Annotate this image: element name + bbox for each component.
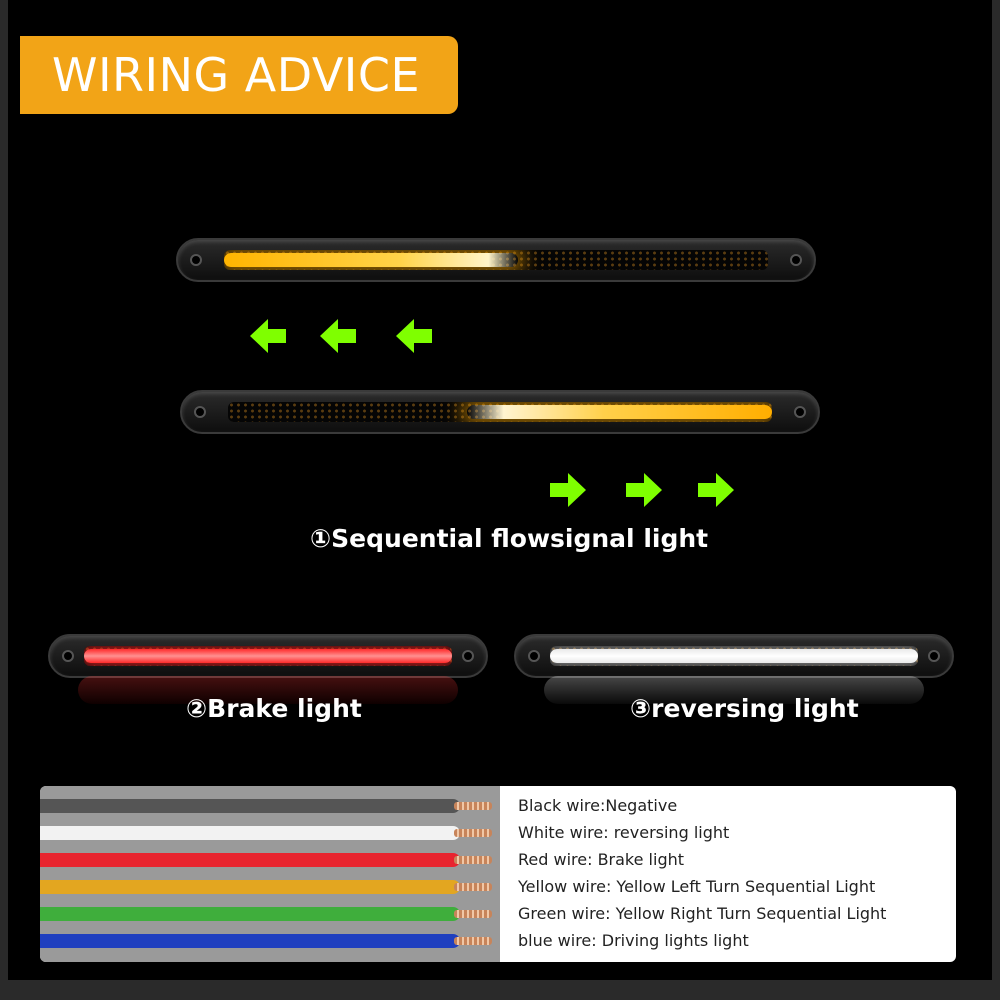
wire-insulation	[40, 826, 460, 840]
wire-label-white: White wire: reversing light	[518, 823, 730, 842]
wire-insulation	[40, 880, 460, 894]
led-strip	[550, 646, 918, 666]
copper-tip	[454, 829, 492, 837]
wire-label-black: Black wire:Negative	[518, 796, 678, 815]
wire-label-blue: blue wire: Driving lights light	[518, 931, 749, 950]
wire-yellow	[40, 880, 500, 894]
mount-hole	[928, 650, 940, 662]
led-strip	[228, 402, 772, 422]
led-strip	[224, 250, 768, 270]
arrow-left-icon	[394, 316, 434, 356]
title-badge: WIRING ADVICE	[20, 36, 458, 114]
wire-label-red: Red wire: Brake light	[518, 850, 685, 869]
mount-hole	[794, 406, 806, 418]
wire-green	[40, 907, 500, 921]
page-title: WIRING ADVICE	[52, 48, 421, 102]
white-glow	[550, 649, 918, 663]
arrow-right-icon	[624, 470, 664, 510]
mount-hole	[62, 650, 74, 662]
arrow-left-icon	[318, 316, 358, 356]
wire-blue	[40, 934, 500, 948]
sequential-light-bar-right	[180, 390, 820, 434]
mount-hole	[190, 254, 202, 266]
brake-light-bar	[48, 634, 488, 678]
mount-hole	[528, 650, 540, 662]
mount-hole	[462, 650, 474, 662]
arrow-right-icon	[696, 470, 736, 510]
wire-bundle-background	[40, 786, 500, 962]
mount-hole	[790, 254, 802, 266]
wire-insulation	[40, 907, 460, 921]
product-graphic: WIRING ADVICE ①Sequential flowsignal lig…	[8, 0, 992, 980]
caption-brake: ②Brake light	[186, 694, 362, 723]
wire-insulation	[40, 934, 460, 948]
wire-black	[40, 799, 500, 813]
led-strip	[84, 646, 452, 666]
arrow-right-icon	[548, 470, 588, 510]
caption-reversing: ③reversing light	[630, 694, 859, 723]
wire-white	[40, 826, 500, 840]
copper-tip	[454, 883, 492, 891]
wire-insulation	[40, 853, 460, 867]
wire-label-yellow: Yellow wire: Yellow Left Turn Sequential…	[518, 877, 876, 896]
wire-label-green: Green wire: Yellow Right Turn Sequential…	[518, 904, 887, 923]
wire-red	[40, 853, 500, 867]
brake-light-reflection	[78, 676, 458, 704]
wiring-legend: Black wire:Negative White wire: reversin…	[40, 786, 956, 962]
amber-glow	[467, 405, 772, 419]
wire-insulation	[40, 799, 460, 813]
reversing-light-reflection	[544, 676, 924, 704]
sequential-light-bar-left	[176, 238, 816, 282]
amber-glow	[224, 253, 518, 267]
red-glow	[84, 649, 452, 663]
copper-tip	[454, 856, 492, 864]
reversing-light-bar	[514, 634, 954, 678]
mount-hole	[194, 406, 206, 418]
arrow-left-icon	[248, 316, 288, 356]
copper-tip	[454, 802, 492, 810]
copper-tip	[454, 910, 492, 918]
copper-tip	[454, 937, 492, 945]
caption-sequential: ①Sequential flowsignal light	[310, 524, 709, 553]
